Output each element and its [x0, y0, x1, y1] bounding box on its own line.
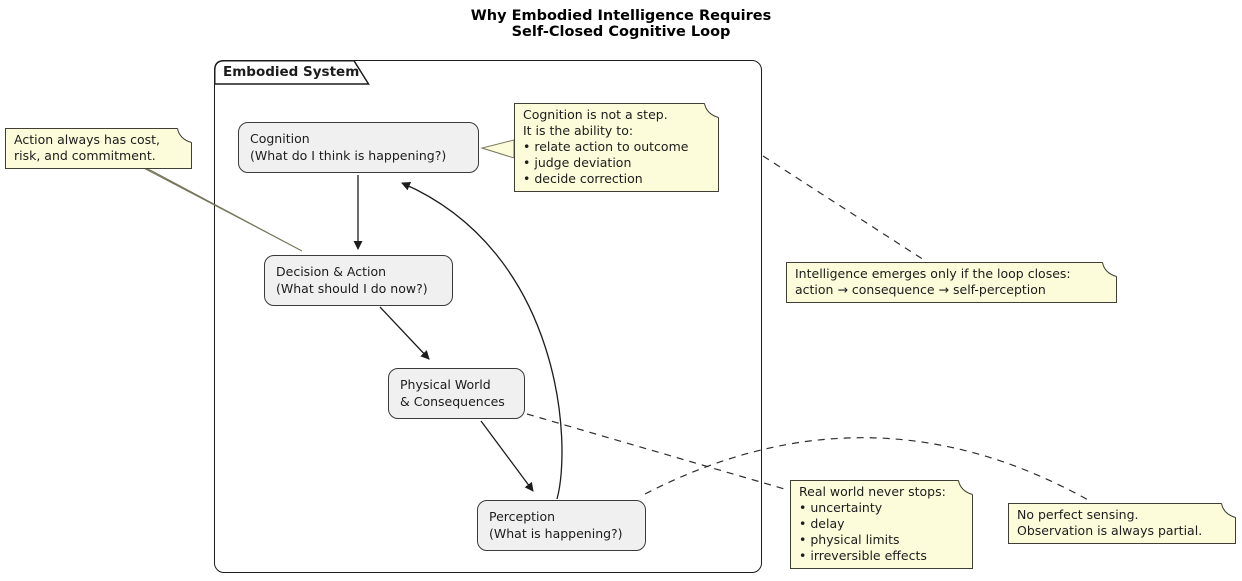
- node-physical-line-2: & Consequences: [400, 393, 505, 409]
- node-decision-action: Decision & Action (What should I do now?…: [264, 255, 453, 306]
- node-perception-line-1: Perception: [489, 509, 556, 524]
- note-no-perfect-sensing: No perfect sensing. Observation is alway…: [1008, 503, 1236, 544]
- note-line: • judge deviation: [523, 155, 632, 170]
- frame-tab: [213, 59, 370, 85]
- node-decision-line-1: Decision & Action: [276, 264, 387, 279]
- title-line-2: Self-Closed Cognitive Loop: [511, 24, 731, 40]
- note-line: action → consequence → self-perception: [795, 282, 1046, 297]
- note-line: Real world never stops:: [799, 484, 946, 499]
- node-decision-line-2: (What should I do now?): [276, 280, 428, 296]
- note-loop-closure: Intelligence emerges only if the loop cl…: [786, 262, 1117, 303]
- note-fold-icon: [177, 128, 192, 143]
- note-line: • relate action to outcome: [523, 139, 689, 154]
- note-line: • irreversible effects: [799, 548, 927, 563]
- note-real-world: Real world never stops: • uncertainty • …: [790, 480, 973, 569]
- note-fold-icon: [1221, 503, 1236, 518]
- note-line: • physical limits: [799, 532, 900, 547]
- link-frame-to-loop-note: [762, 155, 925, 261]
- note-fold-icon: [1102, 262, 1117, 277]
- node-perception: Perception (What is happening?): [477, 500, 646, 551]
- note-line: Action always has cost,: [14, 132, 160, 147]
- node-cognition-line-2: (What do I think is happening?): [250, 147, 447, 163]
- node-perception-line-2: (What is happening?): [489, 525, 623, 541]
- note-line: It is the ability to:: [523, 123, 634, 138]
- note-fold-icon: [704, 103, 719, 118]
- title-line-1: Why Embodied Intelligence Requires: [470, 8, 772, 24]
- note-line: risk, and commitment.: [14, 148, 156, 163]
- note-line: Observation is always partial.: [1017, 523, 1203, 538]
- node-cognition-line-1: Cognition: [250, 131, 310, 146]
- node-physical-line-1: Physical World: [400, 377, 491, 392]
- note-line: • uncertainty: [799, 500, 883, 515]
- node-physical-world: Physical World & Consequences: [388, 368, 525, 419]
- note-line: Intelligence emerges only if the loop cl…: [795, 266, 1071, 281]
- note-fold-icon: [958, 480, 973, 495]
- note-action-cost: Action always has cost, risk, and commit…: [5, 128, 192, 169]
- note-line: Cognition is not a step.: [523, 107, 668, 122]
- note-line: • delay: [799, 516, 845, 531]
- note-line: • decide correction: [523, 171, 643, 186]
- diagram-title: Why Embodied Intelligence Requires Self-…: [0, 8, 1242, 40]
- node-cognition: Cognition (What do I think is happening?…: [238, 122, 479, 173]
- note-line: No perfect sensing.: [1017, 507, 1139, 522]
- note-cognition-definition: Cognition is not a step. It is the abili…: [514, 103, 719, 192]
- frame-label: Embodied System: [223, 64, 360, 80]
